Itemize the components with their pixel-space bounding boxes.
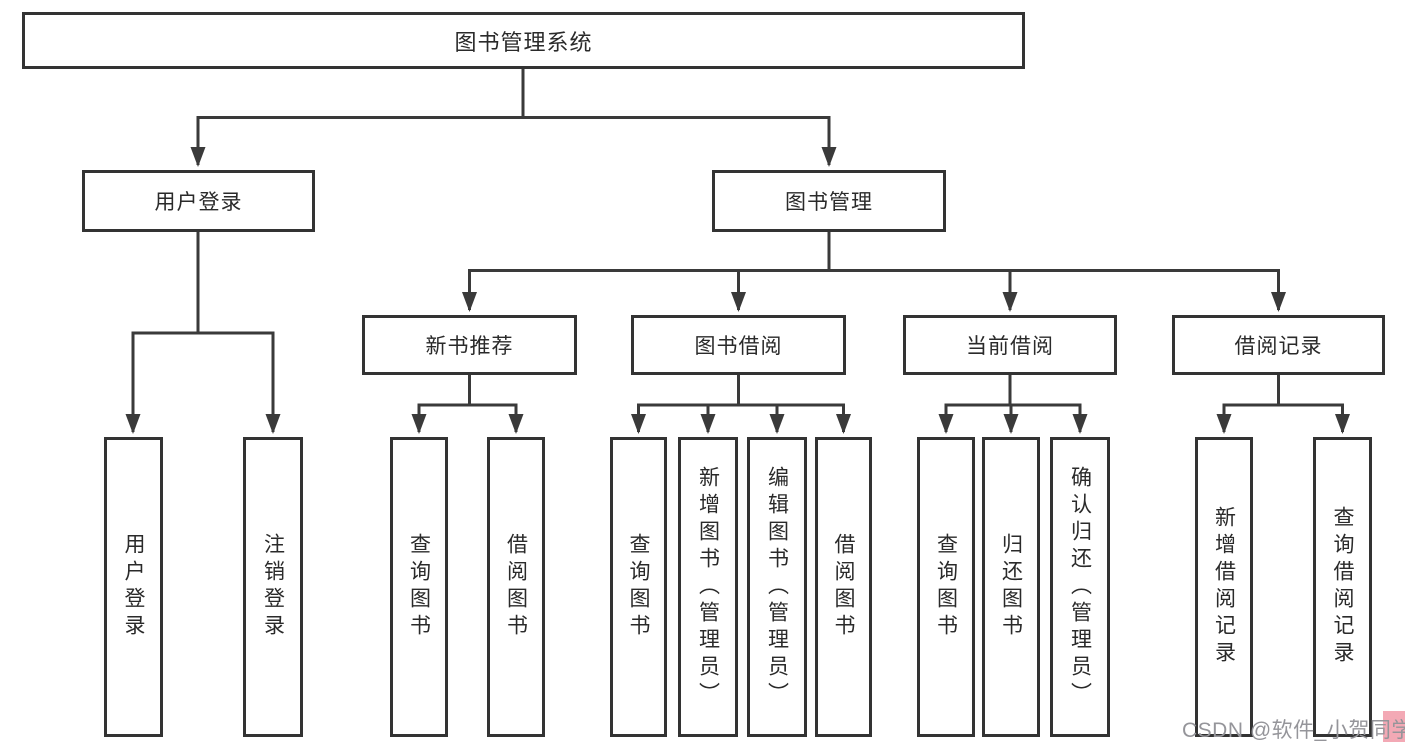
leaf-logout: 注销登录 xyxy=(243,437,303,737)
node-book-borrow: 图书借阅 xyxy=(631,315,846,375)
leaf-label: 新增借阅记录 xyxy=(1212,506,1236,668)
leaf-label: 新增图书（管理员） xyxy=(696,465,720,709)
leaf-borrow-books-2: 借阅图书 xyxy=(815,437,872,737)
leaf-label: 查询借阅记录 xyxy=(1331,506,1354,668)
leaf-confirm-return-admin: 确认归还（管理员） xyxy=(1050,437,1110,737)
watermark-accent-swatch xyxy=(1383,711,1405,742)
leaf-add-books-admin: 新增图书（管理员） xyxy=(678,437,738,737)
leaf-query-books-2: 查询图书 xyxy=(610,437,667,737)
leaf-label: 查询图书 xyxy=(407,533,431,641)
leaf-label: 借阅图书 xyxy=(832,533,855,641)
csdn-watermark: CSDN @软件_小贺同学 xyxy=(1182,719,1405,742)
leaf-label: 查询图书 xyxy=(934,533,958,641)
leaf-edit-books-admin: 编辑图书（管理员） xyxy=(747,437,807,737)
node-root-library-system: 图书管理系统 xyxy=(22,12,1025,69)
leaf-label: 确认归还（管理员） xyxy=(1068,465,1092,709)
leaf-label: 编辑图书（管理员） xyxy=(765,465,789,709)
leaf-query-books-1: 查询图书 xyxy=(390,437,448,737)
leaf-label: 借阅图书 xyxy=(504,533,528,641)
leaf-return-books: 归还图书 xyxy=(982,437,1040,737)
node-user-login: 用户登录 xyxy=(82,170,315,232)
node-book-management: 图书管理 xyxy=(712,170,946,232)
leaf-query-books-3: 查询图书 xyxy=(917,437,975,737)
leaf-user-login: 用户登录 xyxy=(104,437,163,737)
node-current-borrow: 当前借阅 xyxy=(903,315,1117,375)
leaf-label: 归还图书 xyxy=(999,533,1023,641)
leaf-label: 用户登录 xyxy=(122,533,145,641)
node-new-book-recommend: 新书推荐 xyxy=(362,315,577,375)
node-borrow-record: 借阅记录 xyxy=(1172,315,1385,375)
leaf-label: 注销登录 xyxy=(261,533,285,641)
leaf-borrow-books-1: 借阅图书 xyxy=(487,437,545,737)
leaf-label: 查询图书 xyxy=(627,533,650,641)
leaf-query-borrow-record: 查询借阅记录 xyxy=(1313,437,1372,737)
leaf-add-borrow-record: 新增借阅记录 xyxy=(1195,437,1253,737)
